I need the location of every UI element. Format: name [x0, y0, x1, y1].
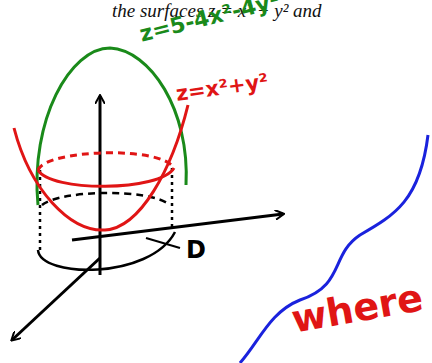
red-paraboloid — [14, 105, 188, 230]
green-paraboloid — [37, 48, 186, 205]
region-d — [38, 232, 175, 270]
intersection-back — [38, 153, 174, 170]
projection-line — [171, 168, 174, 228]
surface-label: z=x²+y² — [174, 69, 269, 106]
blue-curve — [240, 135, 428, 363]
note-text: where — [288, 275, 426, 341]
leader-line — [146, 238, 180, 248]
projection-line — [39, 170, 42, 252]
intersection-front — [38, 168, 174, 186]
region-label: D — [186, 236, 206, 264]
y-axis — [72, 214, 283, 240]
